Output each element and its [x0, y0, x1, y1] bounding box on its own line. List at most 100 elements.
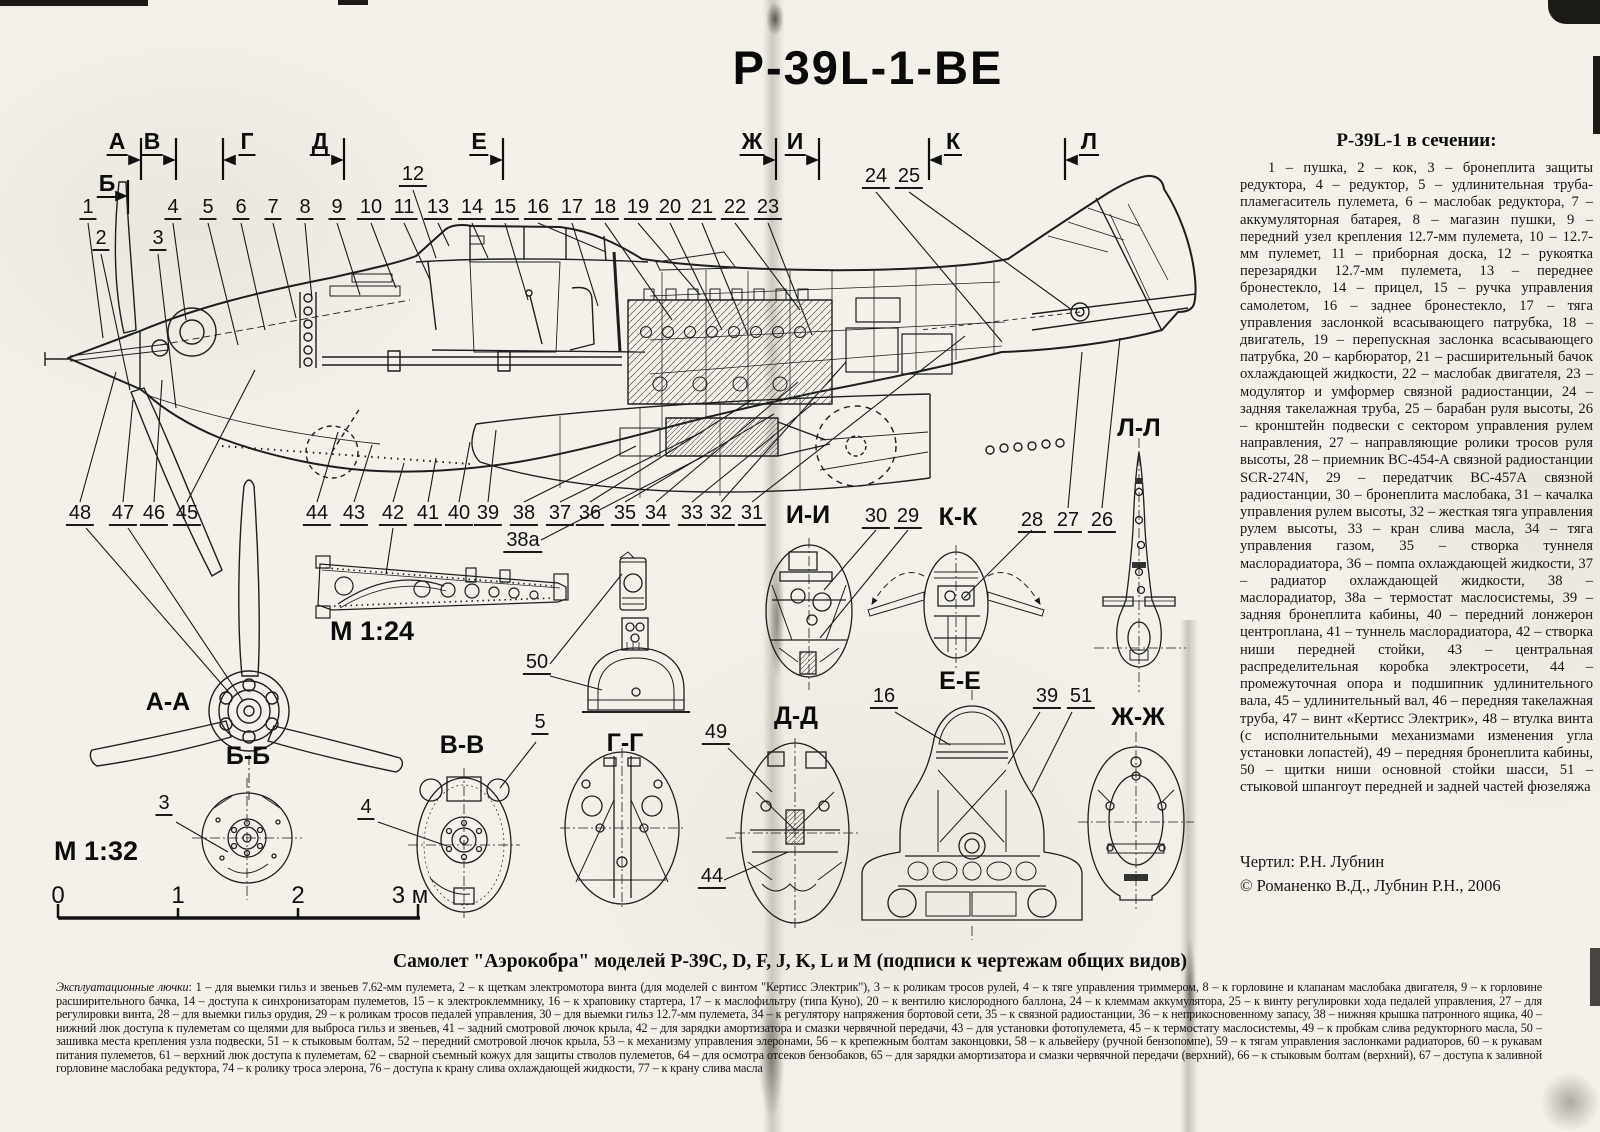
- callout: 33: [677, 503, 707, 526]
- scale-tick: 3 м: [391, 882, 429, 909]
- callout: 9: [328, 197, 346, 220]
- footer-caption: Самолет "Аэрокобра" моделей Р-39С, D, F,…: [393, 951, 1187, 972]
- scale-tick: 0: [51, 882, 65, 909]
- credits: Чертил: Р.Н. Лубнин © Романенко В.Д., Лу…: [1240, 850, 1501, 898]
- callout: 46: [139, 503, 169, 526]
- callout: 2: [92, 228, 110, 251]
- callout: 10: [356, 197, 386, 220]
- section-label-e-e: Е-Е: [939, 667, 981, 695]
- callout: 17: [557, 197, 587, 220]
- callout: 23: [753, 197, 783, 220]
- callout: 39: [473, 503, 503, 526]
- callout: 19: [623, 197, 653, 220]
- callout: 5: [199, 197, 217, 220]
- scan-edge-mark: [1590, 948, 1600, 1006]
- section-label-b-b: Б-Б: [225, 742, 271, 770]
- callout: 14: [457, 197, 487, 220]
- section-label-zh-zh: Ж-Ж: [1111, 703, 1165, 731]
- callout: 3: [155, 793, 173, 816]
- ruler-letter-b: Б: [96, 170, 118, 198]
- scale-tick: 1: [171, 882, 185, 909]
- section-label-k-k: К-К: [938, 503, 978, 531]
- callout: 45: [172, 503, 202, 526]
- ruler-letter-k: К: [943, 128, 963, 156]
- callout: 40: [444, 503, 474, 526]
- ruler-letter-v: В: [141, 128, 163, 156]
- ruler-letter-d: Д: [309, 128, 331, 156]
- callout: 44: [302, 503, 332, 526]
- callout: 44: [697, 866, 727, 889]
- callout: 34: [641, 503, 671, 526]
- ruler-letter-a: А: [106, 128, 128, 156]
- section-label-v-v: В-В: [439, 731, 485, 759]
- callout: 4: [164, 197, 182, 220]
- callout: 20: [655, 197, 685, 220]
- callout: 29: [893, 506, 923, 529]
- callout: 5: [531, 712, 549, 735]
- callout: 15: [490, 197, 520, 220]
- section-b-b-drawing: [192, 778, 302, 900]
- callout: 49: [701, 722, 731, 745]
- scale-label-1-32: М 1:32: [54, 836, 139, 866]
- credits-copyright: © Романенко В.Д., Лубнин Р.Н., 2006: [1240, 876, 1501, 895]
- callout: 42: [378, 503, 408, 526]
- section-zh-zh-drawing: [1078, 732, 1194, 912]
- callout: 8: [296, 197, 314, 220]
- ruler-letter-i: И: [784, 128, 806, 156]
- callout: 48: [65, 503, 95, 526]
- leader-lines: [79, 189, 1121, 881]
- scale-tick: 2: [291, 882, 305, 909]
- callout: 13: [423, 197, 453, 220]
- scan-edge-mark: [1548, 0, 1600, 24]
- callout: 36: [575, 503, 605, 526]
- wing-spar-detail: [315, 555, 569, 619]
- callout: 27: [1053, 510, 1083, 533]
- section-label-a-a: А-А: [145, 688, 191, 716]
- legend-heading: Р-39L-1 в сечении:: [1336, 130, 1497, 151]
- callout: 28: [1017, 510, 1047, 533]
- credits-drawn-by: Чертил: Р.Н. Лубнин: [1240, 852, 1385, 871]
- callout: 37: [545, 503, 575, 526]
- callout: 50: [522, 652, 552, 675]
- section-l-l-drawing: [1094, 438, 1186, 692]
- callout: 51: [1066, 686, 1096, 709]
- callout: 30: [861, 506, 891, 529]
- ruler-ticks: [115, 138, 1078, 214]
- footer-hatches-paragraph: Эксплуатационные лючки: 1 – для выемки г…: [56, 980, 1542, 1076]
- scan-edge-mark: [338, 0, 368, 5]
- legend-column: Р-39L-1 в сечении: 1 – пушка, 2 – кок, 3…: [1240, 130, 1593, 797]
- callout: 35: [610, 503, 640, 526]
- callout: 41: [413, 503, 443, 526]
- section-e-e-drawing: [726, 690, 1083, 940]
- callout: 16: [869, 686, 899, 709]
- callout: 16: [523, 197, 553, 220]
- ruler-letter-e: Е: [469, 128, 489, 156]
- callout: 1: [79, 197, 97, 220]
- section-i-i-drawing: [765, 538, 853, 690]
- section-label-l-l: Л-Л: [1117, 414, 1161, 442]
- section-label-g-g: Г-Г: [606, 729, 644, 757]
- scan-edge-mark: [1593, 56, 1600, 134]
- gear-door-parts: [582, 551, 690, 713]
- callout: 39: [1032, 686, 1062, 709]
- callout: 11: [390, 197, 418, 220]
- callout: 43: [339, 503, 369, 526]
- scan-edge-mark: [0, 0, 148, 6]
- callout: 47: [108, 503, 138, 526]
- section-label-d-d: Д-Д: [774, 702, 818, 730]
- callout: 24: [861, 166, 891, 189]
- callout: 21: [687, 197, 717, 220]
- callout: 25: [894, 166, 924, 189]
- callout: 31: [737, 503, 767, 526]
- ruler-letter-g: Г: [238, 128, 256, 156]
- callout: 32: [706, 503, 736, 526]
- ruler-letter-l: Л: [1078, 128, 1100, 156]
- callout: 26: [1087, 510, 1117, 533]
- section-label-i-i: И-И: [785, 501, 831, 529]
- callout: 22: [720, 197, 750, 220]
- main-cutaway-drawing: [44, 174, 1197, 577]
- callout: 18: [590, 197, 620, 220]
- footer-body: : 1 – для выемки гильз и звеньев 7.62-мм…: [56, 980, 1542, 1075]
- section-v-v-drawing: [408, 768, 520, 918]
